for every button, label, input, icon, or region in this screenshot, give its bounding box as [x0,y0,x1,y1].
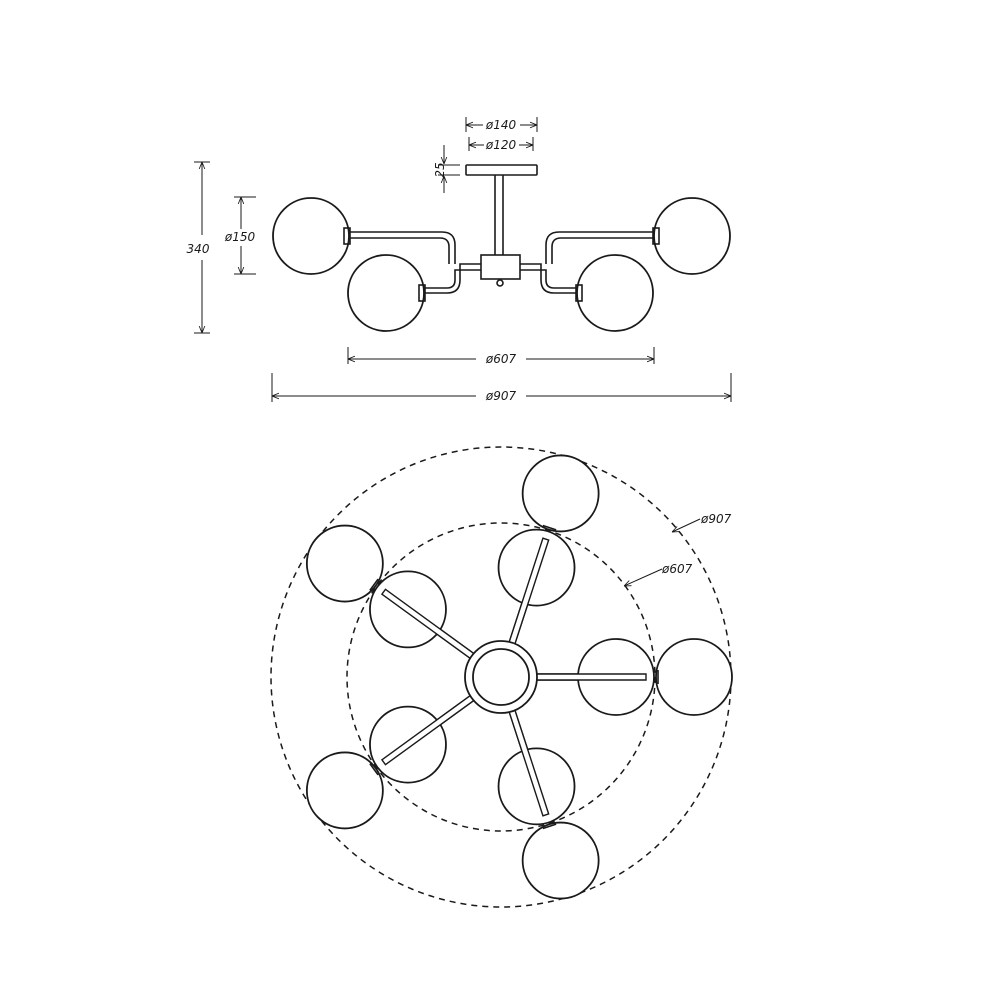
dim-canopy-inner: ø120 [485,138,517,152]
dim-total-height: 340 [187,242,210,256]
side-globe-1 [272,197,350,275]
arm-right-lower [520,263,576,294]
top-view: ø907 ø607 [270,446,733,908]
dim-canopy-outer: ø140 [485,118,517,132]
dim-outer-circle: ø907 [700,512,732,526]
socket-cap-5 [369,578,379,591]
side-view: ø140 ø120 25 340 ø150 ø607 [187,117,732,403]
dim-inner-span: ø607 [485,352,517,366]
dim-canopy-height: 25 [433,162,447,177]
top-globe-outer-2 [655,638,733,716]
hub-finial [496,279,504,287]
side-globe-4 [653,197,731,275]
side-globe-2 [347,254,425,332]
dim-globe-diameter: ø150 [224,230,256,244]
top-globe-outer-5 [305,524,384,603]
arm-left-lower [425,263,481,294]
hub-body [480,254,521,280]
socket-cap-3 [542,823,557,830]
inner-dashed-circle [346,522,656,832]
dim-inner-circle: ø607 [661,562,693,576]
arm-left-upper [349,231,456,264]
socket-cap-1 [542,524,557,531]
side-globe-3 [576,254,654,332]
hub-inner [472,648,530,706]
top-globe-outer-4 [305,751,384,830]
top-globe-outer-3 [521,821,600,900]
arms-group [305,454,733,900]
top-globe-outer-1 [521,454,600,533]
dim-outer-span: ø907 [485,389,517,403]
canopy [465,164,538,176]
arm-right-upper [545,231,654,264]
arm-rod-overlay-2 [530,673,647,681]
socket-cap-4 [369,763,379,776]
